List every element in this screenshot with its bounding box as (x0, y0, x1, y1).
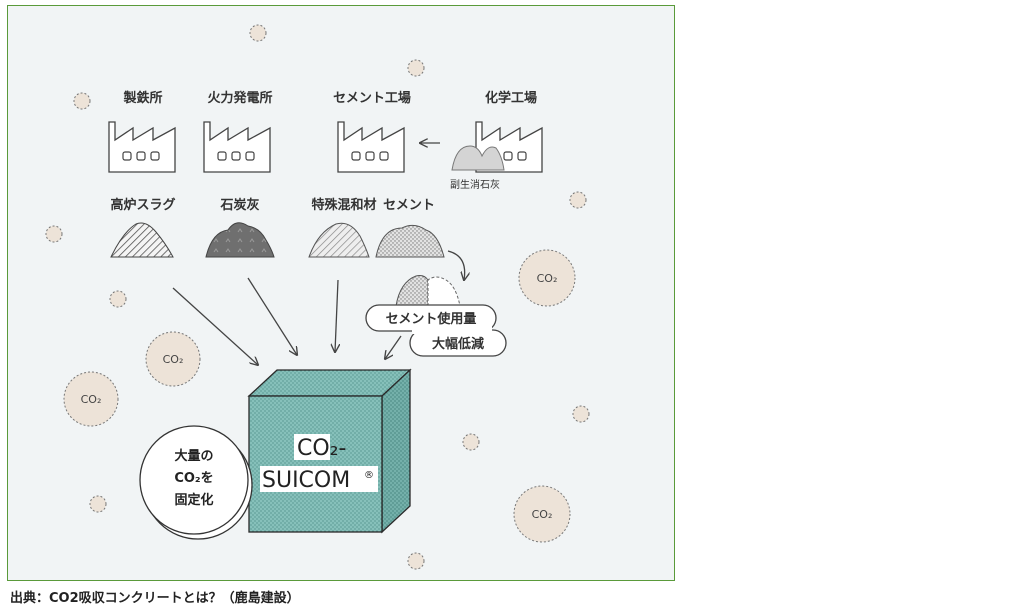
factory-window (217, 151, 227, 161)
factory-window (503, 151, 513, 161)
factory-window (150, 151, 160, 161)
material-label-slag: 高炉スラグ (110, 197, 175, 213)
block-title-line2: SUICOM (262, 468, 350, 493)
block-title-line1: CO₂- (297, 436, 346, 461)
fix-line2: CO₂を (174, 471, 213, 486)
factory-window (365, 151, 375, 161)
factory-window (136, 151, 146, 161)
factory-window (351, 151, 361, 161)
small-co2-dots (45, 24, 590, 570)
admixture-pile-icon (308, 222, 370, 258)
slag-pile-icon (110, 222, 174, 258)
co2-bubble: CO₂ (63, 371, 119, 427)
co2-label: CO₂ (537, 272, 558, 285)
co2-label: CO₂ (81, 393, 102, 406)
fix-line3: 固定化 (174, 492, 213, 508)
source-caption: 出典：CO2吸収コンクリートとは？（鹿島建設） (10, 591, 300, 606)
co2-suicom-block: CO₂- SUICOM ® (247, 368, 412, 534)
factory-building (203, 121, 271, 173)
fix-line1: 大量の (174, 448, 213, 464)
material-label-admixture: 特殊混和材 (311, 197, 376, 213)
cement-pile-icon (375, 224, 445, 258)
reduction-line2: 大幅低減 (432, 336, 484, 352)
factory-window (231, 151, 241, 161)
factory-window (517, 151, 527, 161)
reduced-cement-outline-icon (427, 276, 461, 307)
registered-mark: ® (364, 470, 374, 481)
factory-window (122, 151, 132, 161)
factory-icon (203, 121, 271, 173)
factory-icon (108, 121, 176, 173)
factory-building (108, 121, 176, 173)
co2-suicom-diagram: CO₂ CO₂ CO₂ CO₂ 製鉄所 火力発電所 セメント工場 化学工場 副生… (45, 24, 590, 570)
factory-label-cement: セメント工場 (333, 90, 411, 106)
factory-building (337, 121, 405, 173)
reduced-cement-pile-icon (395, 275, 429, 307)
byproduct-label: 副生消石灰 (450, 178, 500, 191)
cement-reduction-callout: セメント使用量 大幅低減 (365, 304, 507, 357)
factory-window (245, 151, 255, 161)
reduction-line1: セメント使用量 (386, 311, 477, 327)
co2-label: CO₂ (532, 508, 553, 521)
factory-label-chemical: 化学工場 (485, 90, 537, 106)
diagram-frame: CO₂ CO₂ CO₂ CO₂ 製鉄所 火力発電所 セメント工場 化学工場 副生… (7, 5, 675, 581)
co2-bubble: CO₂ (145, 331, 201, 387)
co2-bubble: CO₂ (518, 249, 576, 307)
arrow-icon (447, 250, 465, 280)
factory-window (379, 151, 389, 161)
material-label-flyash: 石炭灰 (219, 197, 259, 213)
coal-ash-pile-icon (205, 222, 275, 258)
factory-icon (337, 121, 405, 173)
material-label-cement: セメント (383, 198, 435, 213)
factory-label-power: 火力発電所 (207, 90, 272, 106)
co2-label: CO₂ (163, 353, 184, 366)
arrows-into-block (172, 277, 402, 365)
slaked-lime-pile-icon (451, 145, 505, 171)
co2-fixation-circle: 大量の CO₂を 固定化 (139, 425, 253, 540)
co2-bubble: CO₂ (513, 485, 571, 543)
factory-label-steel: 製鉄所 (122, 90, 162, 106)
